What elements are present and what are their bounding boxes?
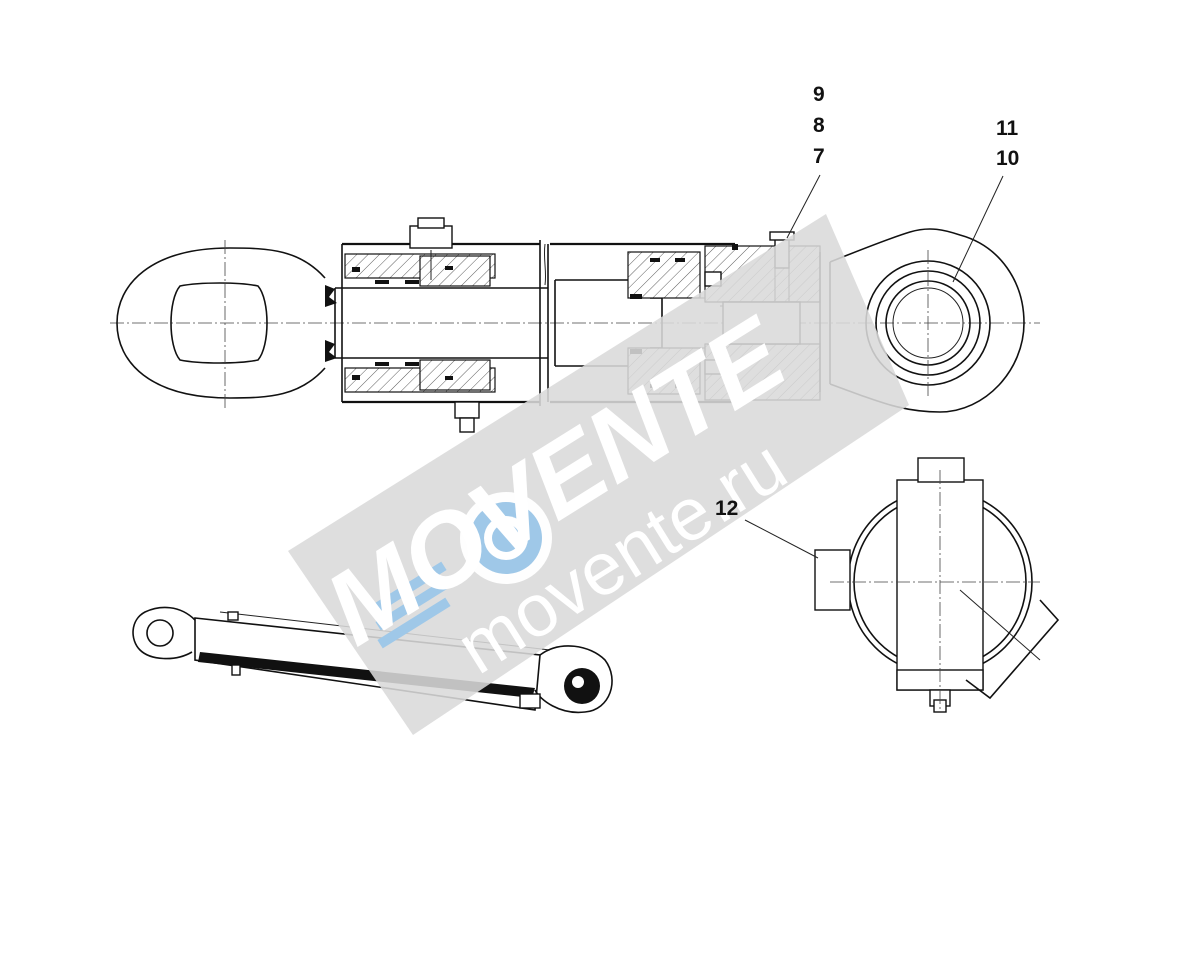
callout-9: 9 (813, 83, 825, 106)
leader-line-12 (744, 519, 819, 559)
left-rod-eye (116, 240, 337, 408)
leader-line-7 (786, 174, 821, 239)
callout-10: 10 (996, 147, 1019, 170)
callout-7: 7 (813, 145, 825, 168)
callouts: 9 8 7 11 10 12 (715, 83, 1019, 559)
cylinder-end-view (814, 457, 1060, 713)
movente-logo (373, 492, 552, 649)
watermark: MOVENTE movente.ru (288, 214, 909, 735)
callout-11: 11 (996, 117, 1019, 140)
callout-8: 8 (813, 114, 825, 137)
callout-12: 12 (715, 497, 738, 520)
gland-head (344, 217, 496, 433)
leader-line-10 (952, 175, 1004, 283)
